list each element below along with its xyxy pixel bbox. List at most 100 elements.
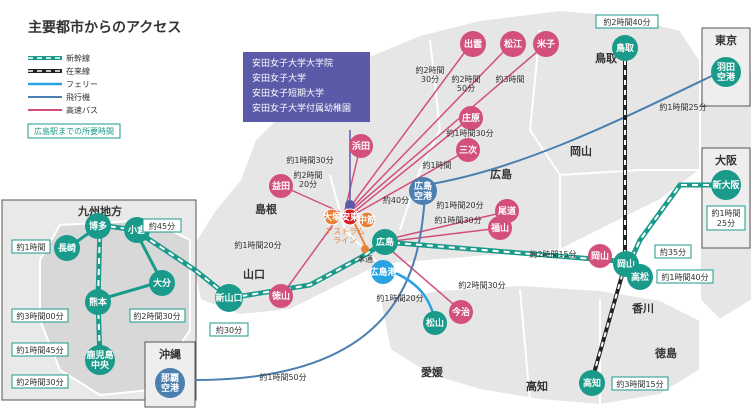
station-hakata[interactable] xyxy=(85,213,111,239)
station-hiroshima-airport[interactable] xyxy=(409,177,437,205)
bus-shobara[interactable] xyxy=(459,106,483,130)
tag-okayama-box xyxy=(654,244,692,259)
station-kumamoto-label: 熊本 xyxy=(89,296,108,308)
campus-line-3: 安田女子短期大学 xyxy=(252,87,324,99)
tag-okayama: 約35分 xyxy=(660,247,686,257)
station-shinosaka[interactable] xyxy=(711,170,741,200)
bus-okayama-label: 岡山 xyxy=(591,250,609,262)
bus-miyoshi[interactable] xyxy=(456,138,480,162)
bus-matsue[interactable] xyxy=(500,31,526,57)
station-hiroshima[interactable] xyxy=(372,229,398,255)
station-takamatsu[interactable] xyxy=(627,264,653,290)
tag-oita-box xyxy=(129,308,186,323)
station-shinyamaguchi[interactable] xyxy=(215,284,243,312)
stations: 広島 広島空港 広島港 新山口 小倉 博多 大分 長崎 熊本 鹿児島中央 岡山 … xyxy=(54,35,741,398)
time-yonago: 約3時間 xyxy=(495,74,524,84)
station-kokura-label: 小倉 xyxy=(127,224,147,236)
region-kyushu: 九州地方 xyxy=(77,204,122,218)
campus-marker-ohtake[interactable] xyxy=(323,208,341,226)
region-ehime: 愛媛 xyxy=(421,365,444,379)
tag-nagasaki-box xyxy=(11,308,69,323)
campus-marker-yasuda[interactable] xyxy=(341,208,359,226)
legend-zairai-label: 在来線 xyxy=(66,66,90,76)
station-hiroshima-label: 広島 xyxy=(376,236,394,248)
station-nagasaki[interactable] xyxy=(54,235,80,261)
campus-marker-nakasuji[interactable] xyxy=(358,211,376,229)
campus-line-4: 安田女子大学付属幼稚園 xyxy=(252,102,351,114)
legend-plane-label: 飛行機 xyxy=(66,92,90,102)
plane-routes xyxy=(194,71,721,381)
station-matsuyama[interactable] xyxy=(423,311,447,335)
bus-onomichi-label: 尾道 xyxy=(497,205,516,217)
bus-fukuyama[interactable] xyxy=(488,216,512,240)
bus-hamada-label: 浜田 xyxy=(352,140,370,152)
bus-hamada[interactable] xyxy=(349,134,373,158)
bus-route-miyoshi xyxy=(354,149,469,215)
tag-shinyamaguchi-box xyxy=(209,322,249,337)
region-kagawa: 香川 xyxy=(631,301,654,315)
bus-masuda[interactable] xyxy=(269,174,293,198)
bus-yonago[interactable] xyxy=(533,31,559,57)
bus-route-fukuyama xyxy=(384,227,501,243)
tag-hakata-box xyxy=(11,239,51,254)
bus-izumo[interactable] xyxy=(460,31,486,57)
campus-line-2: 安田女子大学 xyxy=(252,72,306,84)
station-naha[interactable] xyxy=(155,368,185,398)
tag-kumamoto-box xyxy=(11,342,69,357)
tag-kagoshima-box xyxy=(11,374,69,389)
shinkansen-main-dash xyxy=(99,184,720,300)
station-oita[interactable] xyxy=(149,270,175,296)
station-kochi[interactable] xyxy=(579,370,605,396)
station-tottori-label: 鳥取 xyxy=(616,42,635,54)
bus-miyoshi-label: 三次 xyxy=(459,144,477,156)
bus-imabari[interactable] xyxy=(449,300,473,324)
station-tottori[interactable] xyxy=(612,35,638,61)
tag-kochi-box xyxy=(611,376,669,391)
time-hamada: 約1時間30分 xyxy=(286,155,333,165)
legend-ferry: フェリー xyxy=(28,80,98,89)
station-shinosaka-label: 新大阪 xyxy=(712,179,740,191)
region-labels: 鳥取 島根 岡山 広島 山口 香川 愛媛 徳島 高知 xyxy=(243,51,677,393)
bus-route-onomichi xyxy=(384,211,506,241)
station-kumamoto[interactable] xyxy=(85,289,111,315)
astram-line-label: アストラムライン xyxy=(325,227,365,245)
campus-marker-hondori[interactable] xyxy=(361,245,369,253)
region-okinawa: 沖縄 xyxy=(159,347,181,361)
legend-ferry-label: フェリー xyxy=(66,80,98,89)
campus-marker-yasuda-top[interactable] xyxy=(345,200,355,210)
bus-route-tokuyama xyxy=(281,214,341,296)
tag-takamatsu: 約1時間40分 xyxy=(661,272,708,282)
time-matsuyama: 約1時間20分 xyxy=(376,293,423,303)
tag-kochi: 約3時間15分 xyxy=(616,379,663,389)
time-shobara: 約1時間30分 xyxy=(446,128,493,138)
region-tokushima: 徳島 xyxy=(654,346,677,360)
station-hiroshima-port[interactable] xyxy=(371,260,395,284)
station-kagoshima-label: 鹿児島中央 xyxy=(85,349,113,371)
bus-route-imabari xyxy=(384,244,461,311)
station-haneda[interactable] xyxy=(711,57,741,87)
title-legend: 主要都市からのアクセス 新幹線 在来線 フェリー 飛行機 高速バス 広島駅までの… xyxy=(27,19,181,139)
bus-tokuyama[interactable] xyxy=(269,284,293,308)
bus-tokuyama-label: 徳山 xyxy=(271,290,290,302)
time-naha: 約1時間50分 xyxy=(259,372,306,382)
campus-line-1: 安田女子大学大学院 xyxy=(252,57,333,69)
bus-route-shobara xyxy=(353,117,471,213)
tag-nagasaki: 約3時間00分 xyxy=(16,311,63,321)
bus-okayama[interactable] xyxy=(588,244,612,268)
station-kagoshima[interactable] xyxy=(85,345,115,375)
station-hiroshima-airport-label: 広島空港 xyxy=(414,180,433,202)
tag-oita: 約2時間30分 xyxy=(133,311,180,321)
region-tottori: 鳥取 xyxy=(595,51,617,65)
legend-note-box xyxy=(27,123,121,139)
campus-markers: 大塚 安東 中筋 本通 アストラムライン xyxy=(323,200,376,264)
station-oita-label: 大分 xyxy=(153,277,171,289)
region-tokyo: 東京 xyxy=(715,33,737,47)
station-hakata-label: 博多 xyxy=(89,220,107,232)
campus-box: 安田女子大学大学院 安田女子大学 安田女子短期大学 安田女子大学付属幼稚園 xyxy=(243,52,370,122)
bus-shobara-label: 庄原 xyxy=(462,112,480,124)
